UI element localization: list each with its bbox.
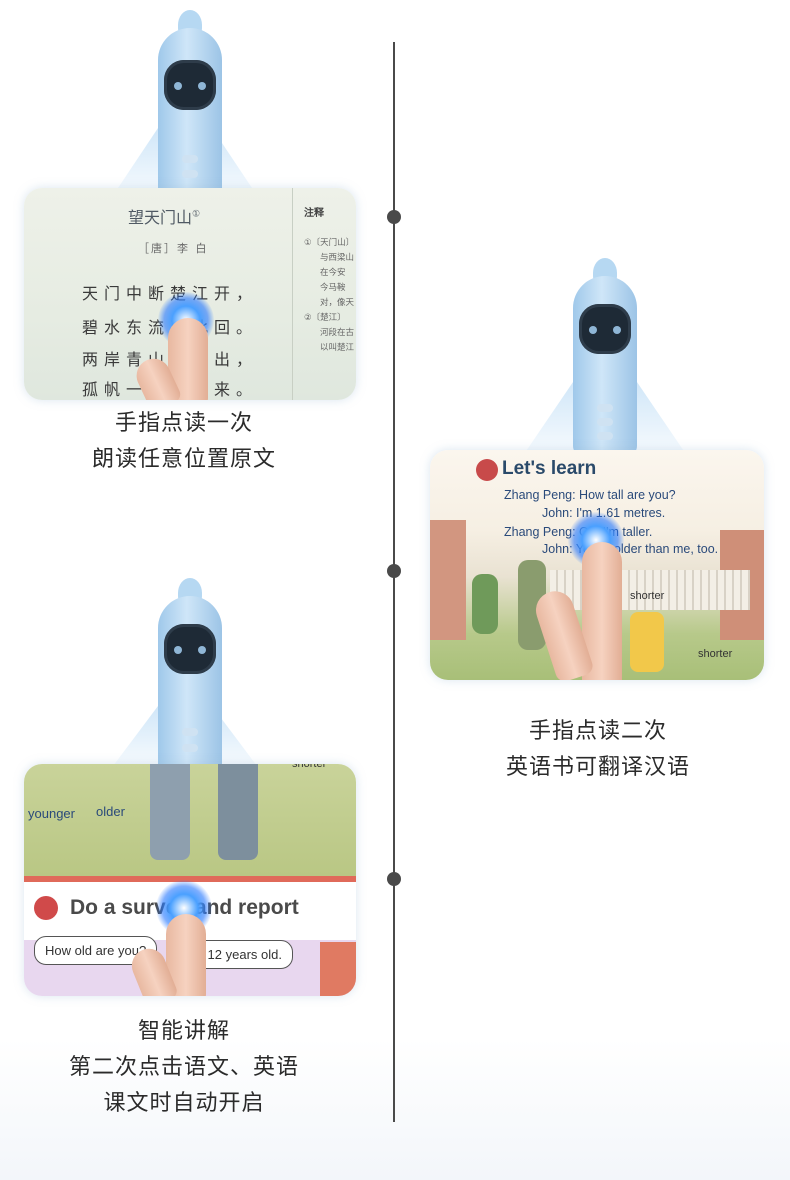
poem-title: 望天门山① [128, 208, 201, 227]
caption-3: 智能讲解 第二次点击语文、英语 课文时自动开启 [68, 1019, 299, 1116]
notes-header: 注释 [304, 208, 324, 219]
reading-pen [555, 258, 655, 456]
poem-line-3: 两岸青山相对出， [82, 346, 258, 370]
label-shorter: shorter [292, 764, 327, 770]
reading-pen [140, 578, 240, 776]
notes-column: ①〔天门山〕 与西梁山 在今安 今马鞍 对，像天 ②〔楚江〕 河段在古 以叫楚江 [304, 238, 355, 353]
label-shorter-1: shorter [630, 590, 665, 602]
survey-icon [34, 896, 58, 920]
poem-line-1: 天门中断楚江开， [82, 284, 259, 303]
poem-author: ［唐］李 白 [138, 242, 209, 255]
reading-pen [140, 10, 240, 198]
label-shorter-2: shorter [698, 648, 733, 660]
caption-2: 手指点读二次 英语书可翻译汉语 [505, 719, 690, 780]
timeline-dot-1 [387, 210, 401, 224]
label-younger: younger [28, 806, 75, 821]
chinese-textbook-card: 望天门山① ［唐］李 白 天门中断楚江开， 碧水东流至此回。 两岸青山相对出， … [24, 188, 356, 400]
timeline-line [393, 42, 395, 1122]
label-older: older [96, 804, 125, 819]
caption-1: 手指点读一次 朗读任意位置原文 [91, 411, 276, 472]
dialog-line-1: Zhang Peng: How tall are you? [504, 488, 676, 502]
english-survey-card: younger older shorter Do a survey and re… [24, 764, 356, 996]
english-textbook-card: Let's learn Zhang Peng: How tall are you… [430, 450, 764, 680]
lesson-icon [476, 459, 498, 481]
timeline-dot-2 [387, 564, 401, 578]
timeline-dot-3 [387, 872, 401, 886]
lesson-heading: Let's learn [502, 458, 597, 479]
